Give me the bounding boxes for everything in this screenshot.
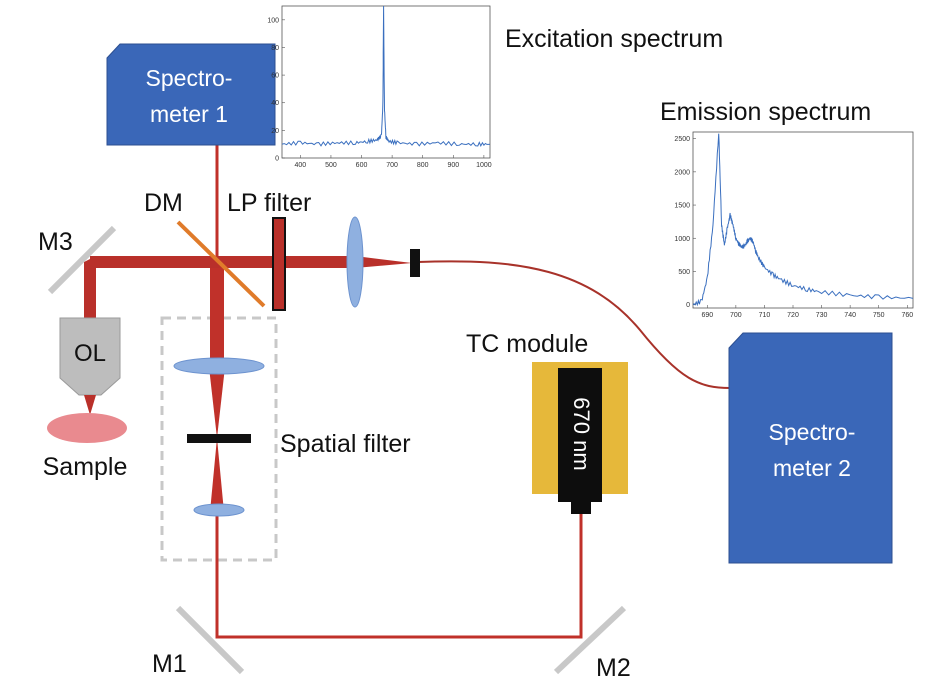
laser-body <box>558 368 602 502</box>
lp-filter <box>272 217 286 311</box>
excitation-title: Excitation spectrum <box>505 25 723 53</box>
spatial-filter-box <box>160 316 278 562</box>
emission-y-tick-label: 2500 <box>674 136 690 143</box>
emission-title: Emission spectrum <box>660 98 871 126</box>
emission-x-tick-label: 760 <box>901 312 913 319</box>
spatial-filter-lens-top <box>173 357 265 375</box>
excitation-x-tick-label: 600 <box>356 162 368 169</box>
mirror-m1 <box>175 605 245 675</box>
spectrometer2-box <box>728 332 893 564</box>
excitation-x-tick-label: 500 <box>325 162 337 169</box>
excitation-x-tick-label: 1000 <box>476 162 492 169</box>
m3-corner <box>84 256 96 268</box>
mirror-m2 <box>553 605 627 675</box>
excitation-x-tick-label: 700 <box>386 162 398 169</box>
emission-x-tick-label: 720 <box>787 312 799 319</box>
beam-vertical-upper <box>210 260 224 367</box>
emission-x-tick-label: 750 <box>873 312 885 319</box>
emission-y-tick-label: 2000 <box>674 169 690 176</box>
pinhole <box>187 434 251 443</box>
m3-label: M3 <box>38 228 73 256</box>
excitation-series-line <box>282 6 490 147</box>
beam-bottom-path <box>215 512 583 639</box>
excitation-y-tick-label: 60 <box>271 73 279 80</box>
spatial-filter-label: Spatial filter <box>280 430 411 458</box>
emission-y-tick-label: 1500 <box>674 203 690 210</box>
laser-label: 670 nm <box>569 397 594 470</box>
mirror-m3 <box>47 225 117 295</box>
emission-x-tick-label: 700 <box>730 312 742 319</box>
emission-chart: 690 700 710 720 730 740 750 760 0 500 1000 1500 2000… <box>674 131 914 319</box>
excitation-x-tick-label: 400 <box>295 162 307 169</box>
objective-focus <box>84 395 96 415</box>
m2-label: M2 <box>596 654 631 682</box>
emission-y-tick-label: 1000 <box>674 236 690 243</box>
beam-to-fiber <box>355 256 412 268</box>
excitation-y-tick-label: 20 <box>271 128 279 135</box>
tc-module-label: TC module <box>466 330 588 358</box>
emission-x-tick-label: 710 <box>759 312 771 319</box>
dm-label: DM <box>144 189 183 217</box>
fiber-coupler <box>410 249 420 277</box>
sample-label: Sample <box>43 453 128 481</box>
excitation-y-tick-label: 100 <box>267 17 279 24</box>
spectrometer2-label-line2: meter 2 <box>773 455 851 481</box>
spectrometer1-label-line1: Spectro- <box>146 65 233 91</box>
spatial-filter-lens-bottom <box>193 503 245 517</box>
excitation-y-tick-label: 40 <box>271 100 279 107</box>
spectrometer1-label-line2: meter 1 <box>150 101 228 127</box>
excitation-y-tick-label: 80 <box>271 45 279 52</box>
beam-to-ol <box>84 262 96 320</box>
emission-x-tick-label: 730 <box>816 312 828 319</box>
excitation-x-tick-label: 800 <box>417 162 429 169</box>
objective-lens <box>59 317 121 396</box>
beam-focus-upper <box>209 367 225 438</box>
excitation-chart: 400 500 600 700 800 900 1000 0 20 40 60 80 100 <box>267 5 492 169</box>
spectrometer2-label-line1: Spectro- <box>769 419 856 445</box>
emission-y-tick-label: 0 <box>686 302 690 309</box>
dichroic-mirror <box>176 220 266 308</box>
beam-focus-lower <box>210 438 224 512</box>
spectrometer1-box <box>106 43 276 146</box>
beam-horizontal <box>90 256 360 268</box>
fiber <box>417 260 731 389</box>
excitation-x-tick-label: 900 <box>447 162 459 169</box>
laser-tip <box>571 500 591 514</box>
emission-plot-area <box>692 131 914 309</box>
excitation-y-tick-label: 0 <box>275 156 279 163</box>
lp-filter-label: LP filter <box>227 189 311 217</box>
focusing-lens <box>346 216 364 308</box>
sample <box>47 413 127 443</box>
emission-y-tick-label: 500 <box>678 269 690 276</box>
emission-series-line <box>693 133 913 307</box>
ol-label: OL <box>74 340 106 367</box>
emission-x-tick-label: 690 <box>701 312 713 319</box>
m1-label: M1 <box>152 650 187 678</box>
emission-x-tick-label: 740 <box>844 312 856 319</box>
